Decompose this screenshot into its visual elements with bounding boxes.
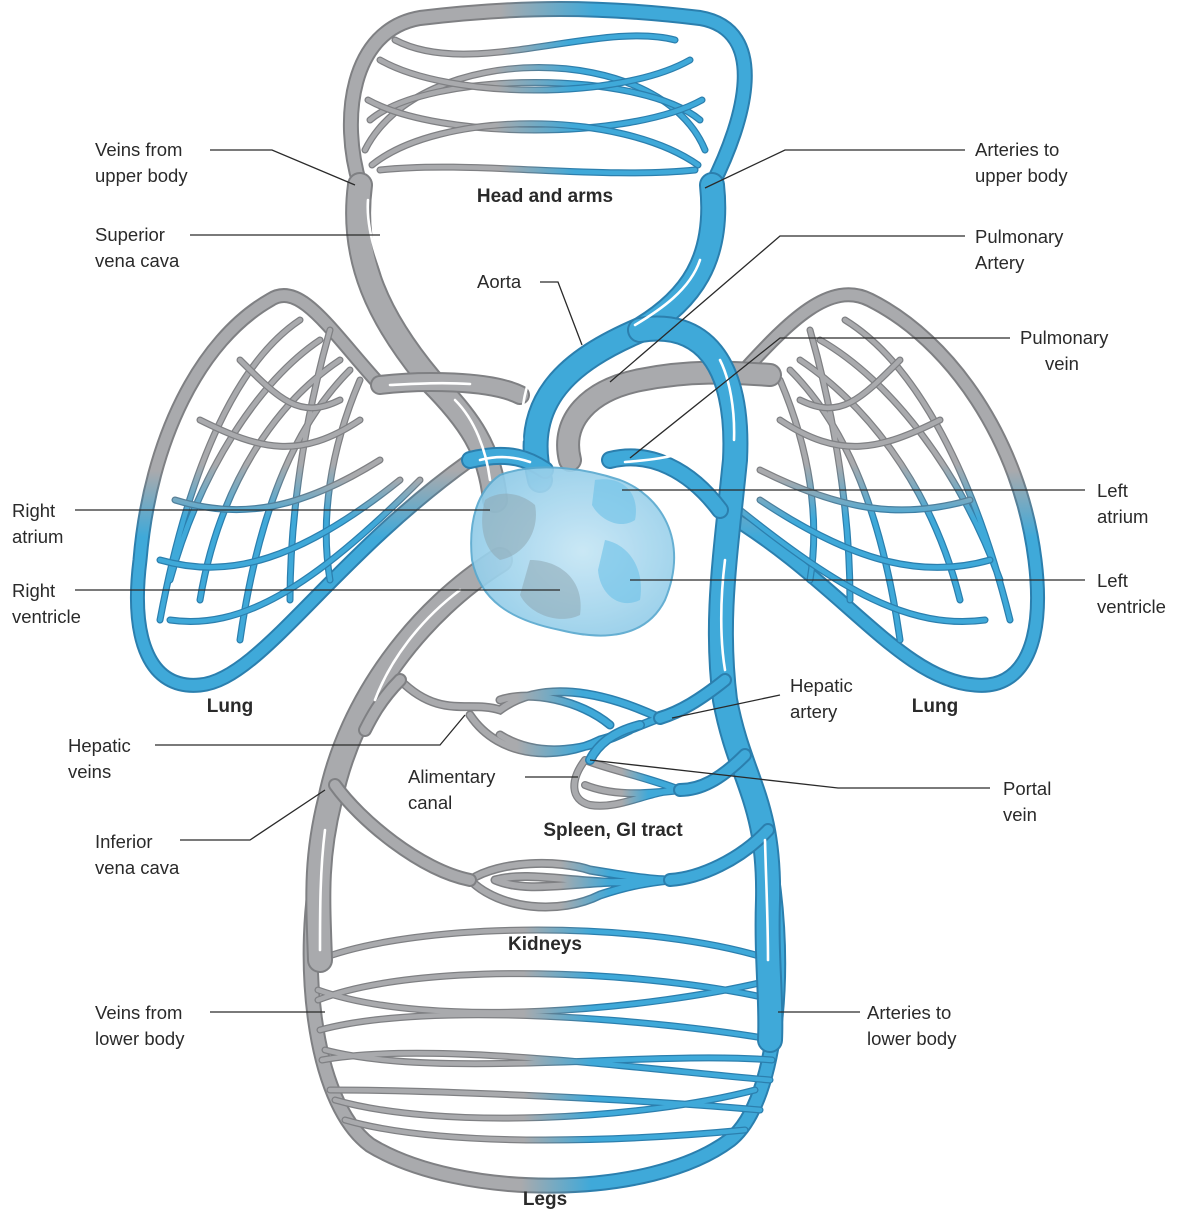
arteries-upper-label-line1: Arteries to bbox=[975, 139, 1059, 160]
portal-vein-label-line1: Portal bbox=[1003, 778, 1051, 799]
heart bbox=[471, 467, 674, 635]
veins-lower-label-line1: Veins from bbox=[95, 1002, 182, 1023]
pulmonary-vein-label-line2: vein bbox=[1045, 353, 1079, 374]
kidneys-capillary-bed bbox=[470, 863, 670, 907]
veins-lower-label-line2: lower body bbox=[95, 1028, 185, 1049]
alimentary-canal-label-line2: canal bbox=[408, 792, 452, 813]
right-atrium-label-line2: atrium bbox=[12, 526, 63, 547]
hepatic-artery-label-line2: artery bbox=[790, 701, 838, 722]
arteries-lower-label-line2: lower body bbox=[867, 1028, 957, 1049]
hepatic-veins-label-line1: Hepatic bbox=[68, 735, 131, 756]
spleen-gi-label: Spleen, GI tract bbox=[543, 820, 683, 841]
veins-upper-label-line2: upper body bbox=[95, 165, 188, 186]
pulmonary-artery-label-line1: Pulmonary bbox=[975, 226, 1064, 247]
hepatic-capillary-bed bbox=[400, 680, 660, 753]
pulmonary-vein-label-line1: Pulmonary bbox=[1020, 327, 1109, 348]
inf-vena-cava-label-line2: vena cava bbox=[95, 857, 180, 878]
sup-vena-cava-label-line2: vena cava bbox=[95, 250, 180, 271]
head-arms-capillary-bed bbox=[351, 9, 745, 185]
right-lung-label: Lung bbox=[912, 696, 958, 717]
pulmonary-artery-label-line2: Artery bbox=[975, 252, 1025, 273]
left-ventricle-label-line1: Left bbox=[1097, 570, 1128, 591]
arteries-lower-label-line1: Arteries to bbox=[867, 1002, 951, 1023]
hepatic-artery-label-line1: Hepatic bbox=[790, 675, 853, 696]
inf-vena-cava-label-line1: Inferior bbox=[95, 831, 153, 852]
veins-upper-label-line1: Veins from bbox=[95, 139, 182, 160]
left-lung-label: Lung bbox=[207, 696, 253, 717]
arteries-upper-label-line2: upper body bbox=[975, 165, 1068, 186]
right-atrium-label-line1: Right bbox=[12, 500, 55, 521]
hepatic-veins-label-line2: veins bbox=[68, 761, 111, 782]
left-atrium-label-line1: Left bbox=[1097, 480, 1128, 501]
right-ventricle-label-line2: ventricle bbox=[12, 606, 81, 627]
head-arms-label: Head and arms bbox=[477, 186, 613, 207]
portal-vein-label-line2: vein bbox=[1003, 804, 1037, 825]
legs-label: Legs bbox=[523, 1189, 567, 1210]
left-ventricle-label-line2: ventricle bbox=[1097, 596, 1166, 617]
left-atrium-label-line2: atrium bbox=[1097, 506, 1148, 527]
aorta-label: Aorta bbox=[477, 271, 522, 292]
kidneys-label: Kidneys bbox=[508, 934, 582, 955]
right-ventricle-label-line1: Right bbox=[12, 580, 55, 601]
sup-vena-cava-label-line1: Superior bbox=[95, 224, 165, 245]
spleen-gi-capillary-bed bbox=[574, 760, 680, 806]
legs-capillary-bed bbox=[311, 840, 779, 1186]
alimentary-canal-label-line1: Alimentary bbox=[408, 766, 496, 787]
